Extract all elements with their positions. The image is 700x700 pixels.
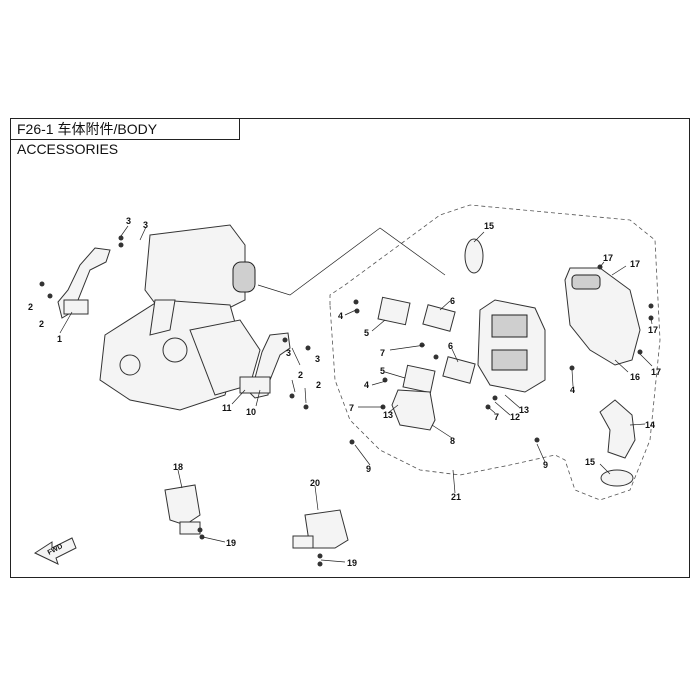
callout-4: 4: [364, 380, 369, 390]
callout-17: 17: [603, 253, 613, 263]
callout-21: 21: [451, 492, 461, 502]
callout-3: 3: [315, 354, 320, 364]
callout-7: 7: [380, 348, 385, 358]
callout-1: 1: [57, 334, 62, 344]
engine-assembly: [99, 224, 261, 411]
intake-duct-window: [491, 314, 528, 338]
callout-3: 3: [286, 348, 291, 358]
callout-17: 17: [651, 367, 661, 377]
engine-to-intake-leader: [257, 227, 446, 296]
clamp-lower: [402, 364, 436, 394]
page-title: F26-1 车体附件/BODY ACCESSORIES: [10, 118, 240, 157]
callout-8: 8: [450, 436, 455, 446]
filter-lower: [442, 356, 476, 384]
callout-7: 7: [494, 412, 499, 422]
callout-9: 9: [366, 464, 371, 474]
air-box-cover: [564, 267, 641, 366]
air-box-vent: [571, 274, 601, 290]
intake-duct-housing: [477, 299, 546, 393]
callout-9: 9: [543, 460, 548, 470]
left-bracket-plate: [63, 299, 89, 315]
callout-7: 7: [349, 403, 354, 413]
callout-12: 12: [510, 412, 520, 422]
callout-5: 5: [380, 366, 385, 376]
callout-3: 3: [143, 220, 148, 230]
callout-11: 11: [222, 403, 232, 413]
callout-2: 2: [316, 380, 321, 390]
intake-duct-window-lower: [491, 349, 528, 371]
diagram-frame: [10, 118, 690, 578]
callout-4: 4: [570, 385, 575, 395]
callout-2: 2: [298, 370, 303, 380]
filter-upper: [422, 304, 456, 332]
callout-17: 17: [630, 259, 640, 269]
forward-direction-arrow: FWD: [33, 537, 77, 565]
intake-hose: [599, 399, 636, 459]
callout-19: 19: [226, 538, 236, 548]
left-mirror-mount: [179, 521, 201, 535]
callout-6: 6: [448, 341, 453, 351]
callout-10: 10: [246, 407, 256, 417]
clamp-upper: [377, 296, 411, 326]
callout-18: 18: [173, 462, 183, 472]
callout-19: 19: [347, 558, 357, 568]
mount-bracket: [391, 389, 436, 431]
right-mirror-mount: [292, 535, 314, 549]
callout-4: 4: [338, 311, 343, 321]
callout-14: 14: [645, 420, 655, 430]
band-clamp-upper: [464, 238, 484, 274]
callout-15: 15: [585, 457, 595, 467]
band-clamp-lower: [600, 469, 634, 487]
callout-5: 5: [364, 328, 369, 338]
callout-3: 3: [126, 216, 131, 226]
callout-15: 15: [484, 221, 494, 231]
callout-17: 17: [648, 325, 658, 335]
callout-6: 6: [450, 296, 455, 306]
callout-16: 16: [630, 372, 640, 382]
left-mirror: [164, 484, 201, 526]
callout-20: 20: [310, 478, 320, 488]
callout-2: 2: [28, 302, 33, 312]
callout-leaders: [59, 225, 653, 563]
fastener-bolts: [39, 235, 654, 567]
callout-13: 13: [519, 405, 529, 415]
center-bracket-plate: [239, 376, 271, 394]
assembly-group-outline: [329, 204, 661, 501]
callout-numbers: 1 2 2 3 3 3 3 2 2 10 11 15 17 17 17 17 1…: [28, 216, 661, 568]
callout-4: 13: [383, 410, 393, 420]
callout-2: 2: [39, 319, 44, 329]
